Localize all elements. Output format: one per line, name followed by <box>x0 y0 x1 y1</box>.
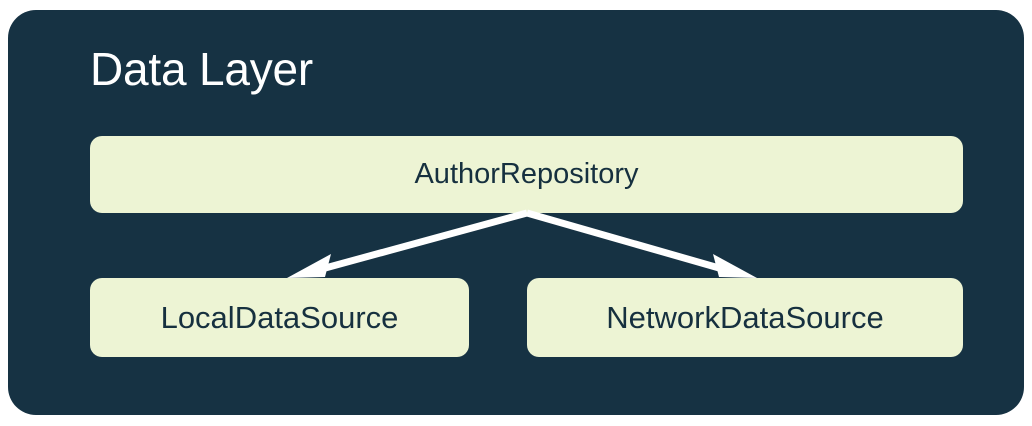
node-label-author-repository: AuthorRepository <box>414 158 639 190</box>
node-local-data-source[interactable]: LocalDataSource <box>90 278 469 357</box>
page-title: Data Layer <box>90 43 314 95</box>
node-label-network-data-source: NetworkDataSource <box>606 299 884 335</box>
node-label-local-data-source: LocalDataSource <box>160 299 399 335</box>
node-author-repository[interactable]: AuthorRepository <box>90 136 963 213</box>
node-network-data-source[interactable]: NetworkDataSource <box>527 278 963 357</box>
